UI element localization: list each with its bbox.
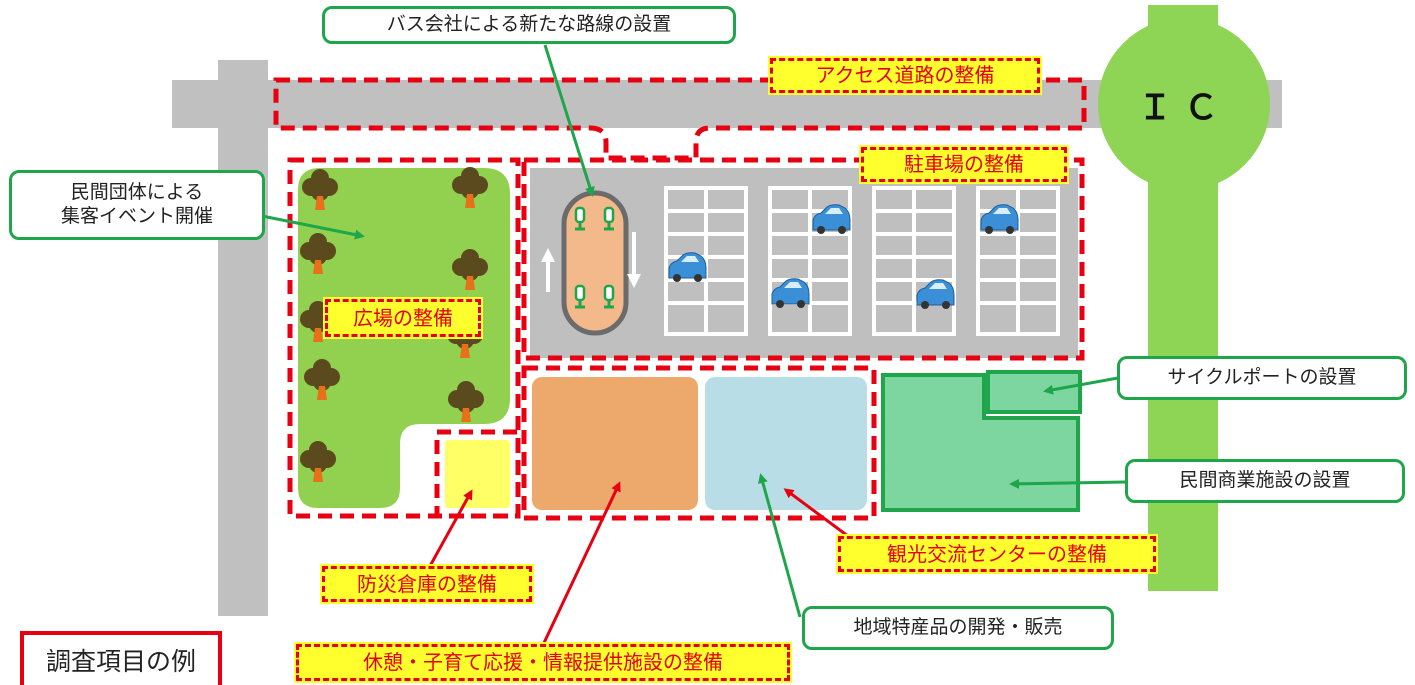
plaza-area (298, 168, 510, 508)
ic-circle (1098, 18, 1270, 190)
commercial-facility (881, 373, 1080, 512)
leader-rest (541, 481, 621, 646)
cycle-port-callout: サイクルポートの設置 (1117, 356, 1407, 400)
plaza-outline (287, 157, 521, 519)
tourism-center-building (705, 377, 867, 510)
commercial-callout: 民間商業施設の設置 (1125, 459, 1405, 503)
survey-outlines (273, 77, 1087, 521)
leader-commercial (1009, 478, 1127, 489)
leader-disaster (428, 489, 473, 567)
leader-local (758, 473, 802, 618)
leader-cycle (1043, 376, 1119, 395)
access-road-outline (273, 77, 1087, 161)
cycle-port (986, 370, 1082, 414)
disaster-warehouse-label: 防災倉庫の整備 (320, 564, 534, 604)
leader-bus (543, 44, 595, 197)
disaster-warehouse (445, 440, 510, 508)
arrow-down-icon (627, 232, 641, 288)
rest-facility-building (532, 377, 698, 510)
bus-route-callout: バス会社による新たな路線の設置 (322, 6, 736, 44)
tourism-center-label: 観光交流センターの整備 (836, 534, 1158, 574)
warehouse-outline (434, 429, 521, 519)
event-callout: 民間団体による 集客イベント開催 (9, 170, 265, 240)
parking-label: 駐車場の整備 (859, 145, 1069, 184)
parking-lot-4 (976, 186, 1060, 336)
ic-label: ＩＣ (1138, 87, 1230, 128)
road-vertical-left (218, 60, 268, 616)
leader-event (261, 214, 365, 240)
access-road-label: アクセス道路の整備 (768, 56, 1042, 95)
road-horizontal-top (172, 80, 1282, 128)
local-products-callout: 地域特産品の開発・販売 (802, 606, 1114, 650)
buildings-outline (521, 365, 877, 521)
bus-rotary (561, 190, 629, 336)
parking-lot-3 (872, 186, 956, 336)
legend-box: 調査項目の例 (20, 631, 222, 685)
parking-outline (521, 157, 1085, 361)
plaza-label: 広場の整備 (323, 297, 483, 339)
rest-facility-label: 休憩・子育て応援・情報提供施設の整備 (294, 642, 792, 683)
arrow-up-icon (541, 248, 555, 292)
